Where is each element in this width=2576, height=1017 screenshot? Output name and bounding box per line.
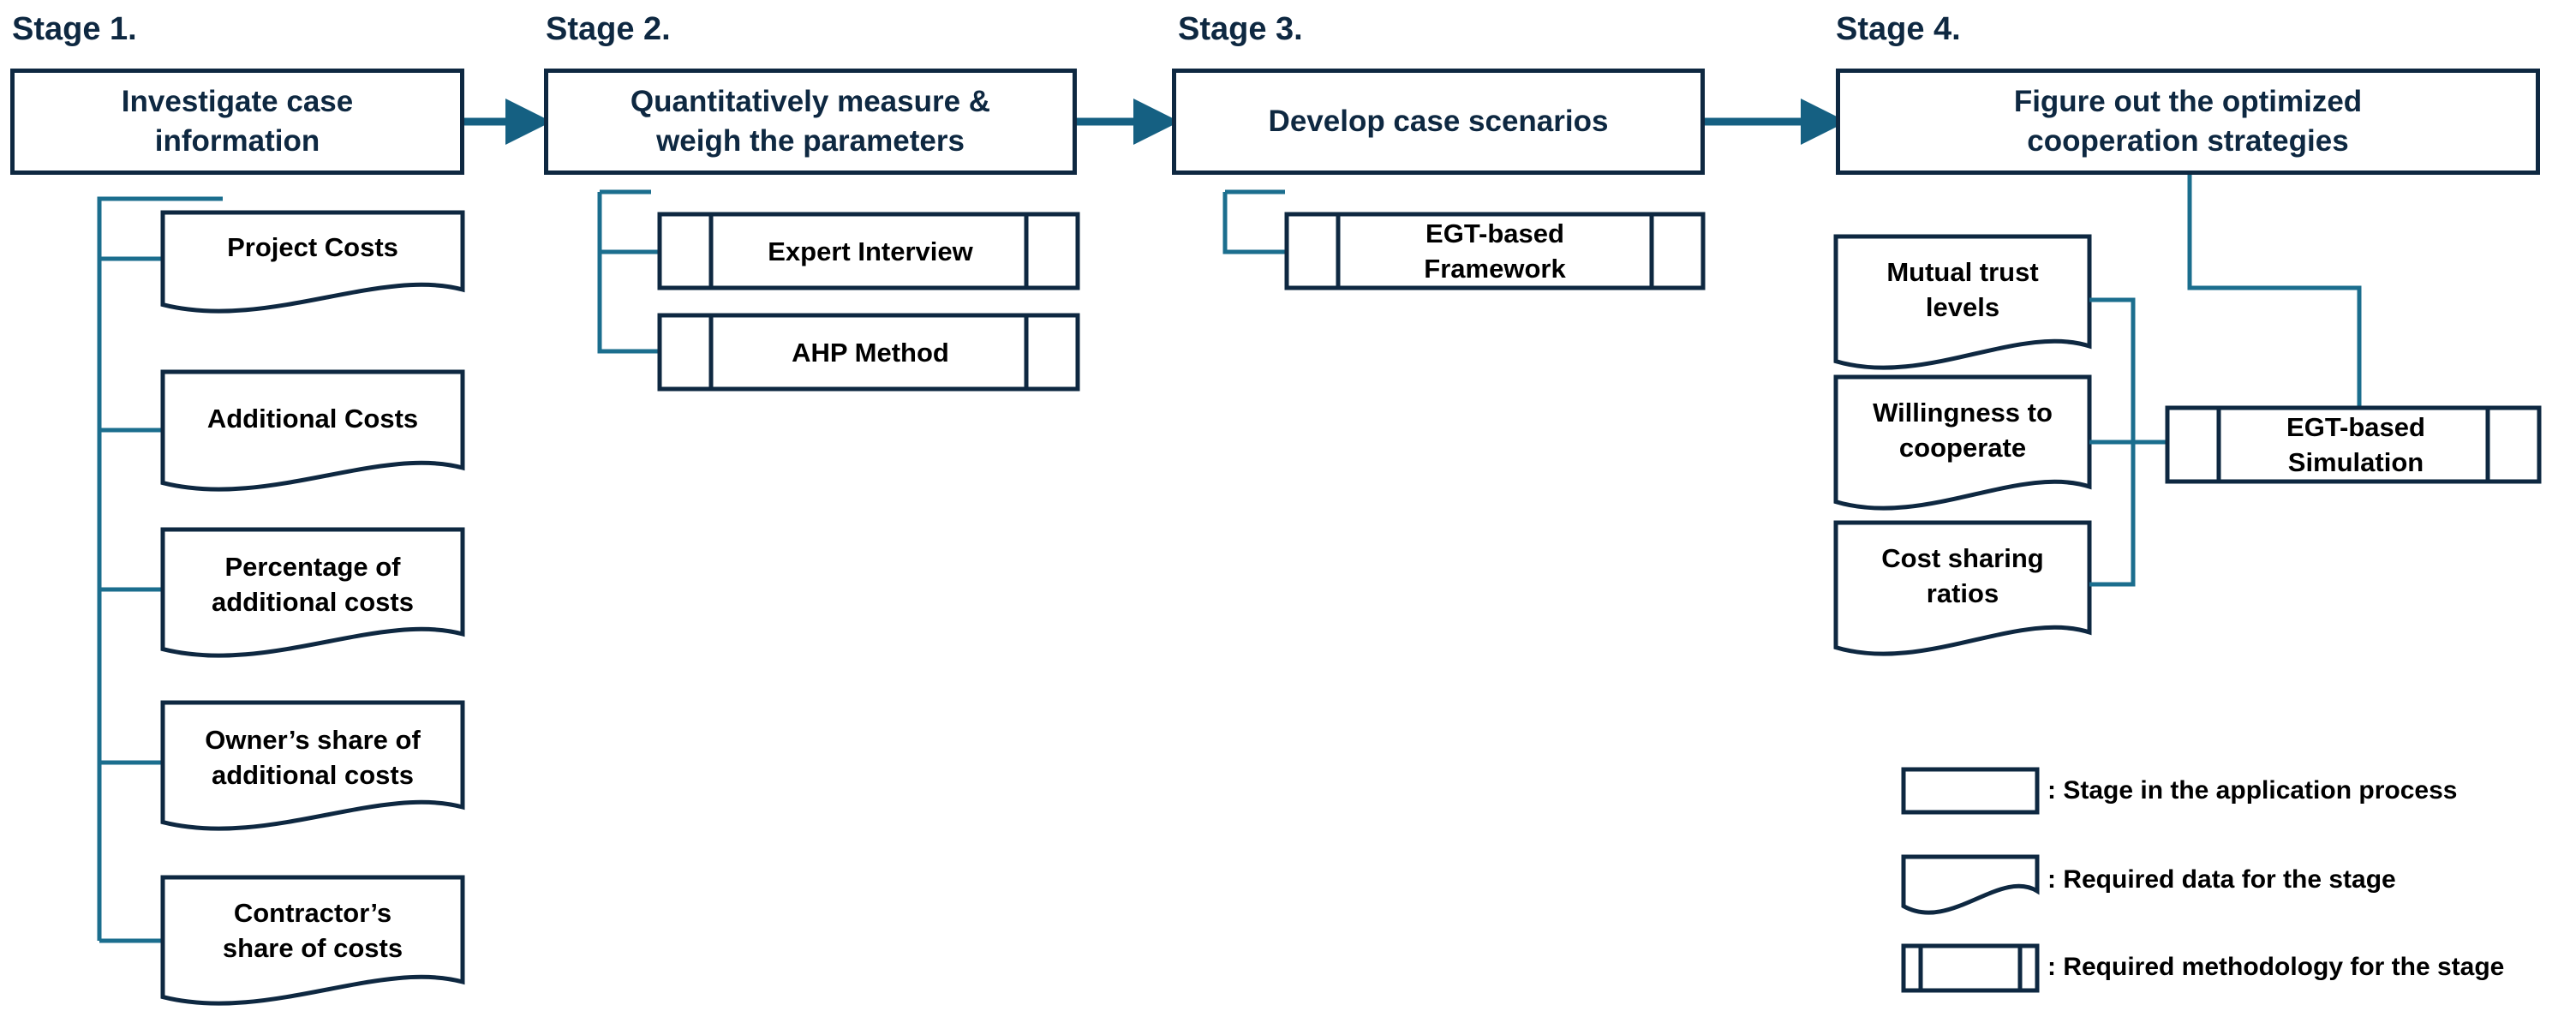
doc-line: Cost sharing xyxy=(1881,543,2044,573)
method-line: AHP Method xyxy=(792,337,949,368)
stage-2-title: Stage 2. xyxy=(546,11,671,47)
method-line: EGT-based xyxy=(1425,218,1564,248)
stage-3-connector xyxy=(1222,192,1287,254)
stage-1-doc-project-costs xyxy=(160,210,465,314)
stage-4-box-line-2: cooperation strategies xyxy=(2027,124,2349,158)
stage-1-doc-contractor-share xyxy=(160,875,465,1006)
stage-1-box: Investigate case information xyxy=(10,69,464,175)
stage-4-box: Figure out the optimized cooperation stra… xyxy=(1836,69,2540,175)
method-line: Framework xyxy=(1424,254,1566,284)
legend-stage-shape xyxy=(1901,767,2040,815)
stage-2-shape-expert-interview xyxy=(657,212,1080,290)
doc-line: cooperate xyxy=(1898,433,2027,463)
stage-4-box-to-method xyxy=(2187,175,2362,410)
stage-3-box-line-1: Develop case scenarios xyxy=(1268,105,1609,138)
legend-method-label: : Required methodology for the stage xyxy=(2047,952,2505,981)
stage-1-data-additional-costs: Additional Costs xyxy=(163,384,463,452)
doc-line: ratios xyxy=(1926,578,1999,608)
stage-2-tree-trunk xyxy=(597,192,660,354)
stage-1-data-percentage-additional: Percentage of additional costs xyxy=(163,541,463,627)
method-line: EGT-based xyxy=(2286,412,2425,442)
doc-line: Percentage of xyxy=(224,552,401,582)
stage-1-tree-trunk xyxy=(97,196,223,941)
doc-line: additional costs xyxy=(212,587,414,617)
stage-4-data-cost-sharing: Cost sharing ratios xyxy=(1836,531,2089,620)
stage-2-box-line-1: Quantitatively measure & xyxy=(630,85,991,118)
stage-1-doc-percentage-additional xyxy=(160,527,465,658)
stage-2-method-ahp: AHP Method xyxy=(716,315,1025,389)
doc-line: additional costs xyxy=(212,760,414,790)
stage-1-data-contractor-share: Contractor’s share of costs xyxy=(163,888,463,973)
stage-4-doc-mutual-trust xyxy=(1833,234,2092,370)
stage-1-box-line-1: Investigate case xyxy=(121,85,354,118)
legend-method-shape xyxy=(1901,943,2040,993)
stage-4-doc-willingness xyxy=(1833,374,2092,511)
doc-line: Project Costs xyxy=(227,231,398,262)
legend-stage-label: : Stage in the application process xyxy=(2047,775,2458,805)
doc-line: Willingness to xyxy=(1873,398,2053,428)
stage-4-data-mutual-trust: Mutual trust levels xyxy=(1836,245,2089,334)
doc-line: Owner’s share of xyxy=(205,725,421,755)
stage-1-data-project-costs: Project Costs xyxy=(163,212,463,281)
doc-line: levels xyxy=(1925,292,2000,322)
doc-line: Additional Costs xyxy=(206,403,419,434)
stage-1-doc-additional-costs xyxy=(160,369,465,492)
stage-1-data-owner-share: Owner’s share of additional costs xyxy=(163,715,463,800)
doc-line: Mutual trust xyxy=(1886,257,2039,287)
stage-2-box-line-2: weigh the parameters xyxy=(656,124,965,158)
doc-line: Contractor’s xyxy=(233,898,392,928)
stage-4-shape-egt-simulation xyxy=(2165,405,2542,484)
stage-4-doc-cost-sharing xyxy=(1833,520,2092,656)
legend-data-label: : Required data for the stage xyxy=(2047,864,2396,894)
stage-3-shape-egt-framework xyxy=(1284,212,1706,290)
stage-2-method-expert-interview: Expert Interview xyxy=(716,214,1025,288)
stage-3-title: Stage 3. xyxy=(1178,11,1303,47)
method-line: Simulation xyxy=(2287,447,2424,477)
stage-1-doc-owner-share xyxy=(160,700,465,831)
method-line: Expert Interview xyxy=(768,236,973,266)
stage-1-box-line-2: information xyxy=(154,124,320,158)
legend-data-shape xyxy=(1901,854,2040,915)
stage-3-box: Develop case scenarios xyxy=(1172,69,1705,175)
doc-line: share of costs xyxy=(222,933,403,963)
stage-4-title: Stage 4. xyxy=(1836,11,1961,47)
stage-1-title: Stage 1. xyxy=(12,11,137,47)
stage-2-box: Quantitatively measure & weigh the parame… xyxy=(544,69,1077,175)
stage-4-data-willingness: Willingness to cooperate xyxy=(1836,386,2089,475)
stage-4-box-line-1: Figure out the optimized xyxy=(2013,85,2363,118)
stage-2-shape-ahp xyxy=(657,313,1080,392)
